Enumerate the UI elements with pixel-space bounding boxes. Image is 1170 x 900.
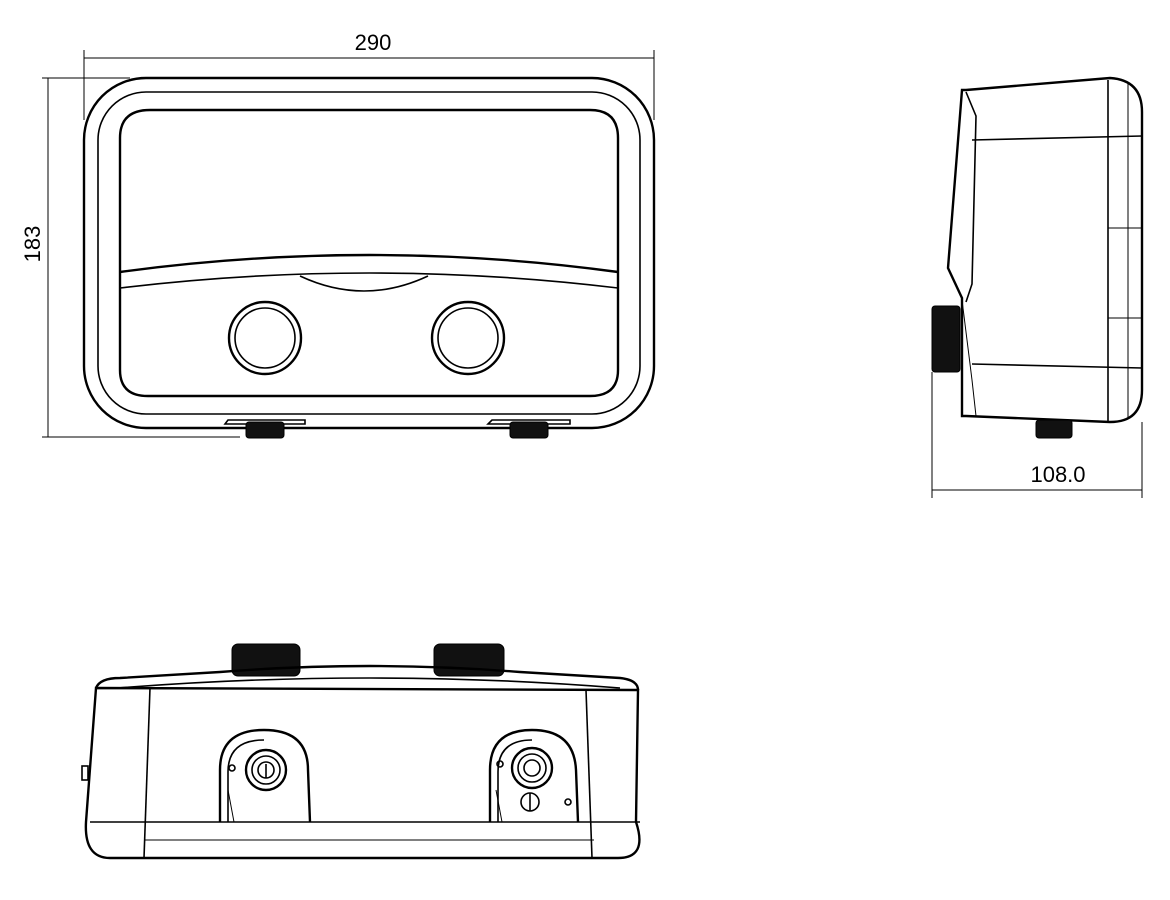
side-knob (931, 305, 961, 373)
bottom-view-top-edge (94, 664, 640, 691)
right-knob (430, 300, 506, 376)
height-label: 183 (20, 226, 45, 263)
side-bottom-connector (1035, 419, 1073, 439)
housing-inner-frame (97, 91, 641, 415)
bottom-view (81, 643, 641, 860)
right-bottom-connector (486, 419, 571, 439)
side-view: 108.0 (931, 76, 1144, 498)
front-cover-panel (118, 108, 620, 398)
height-dimension: 183 (20, 77, 240, 438)
housing-outer-frame (82, 76, 656, 430)
center-notch (299, 275, 429, 292)
left-bottom-connector (223, 419, 306, 439)
right-port (488, 728, 580, 823)
depth-label: 108.0 (1030, 462, 1085, 487)
width-dimension: 290 (83, 30, 655, 120)
depth-dimension: 108.0 (931, 372, 1143, 498)
left-port (218, 728, 312, 823)
front-view: 290 183 (20, 30, 656, 439)
panel-divider-curve (119, 253, 619, 274)
side-body-outline (946, 76, 1144, 424)
bottom-view-body (84, 686, 641, 860)
panel-divider-curve-lower (119, 272, 619, 289)
width-label: 290 (355, 30, 392, 55)
left-knob (227, 300, 303, 376)
